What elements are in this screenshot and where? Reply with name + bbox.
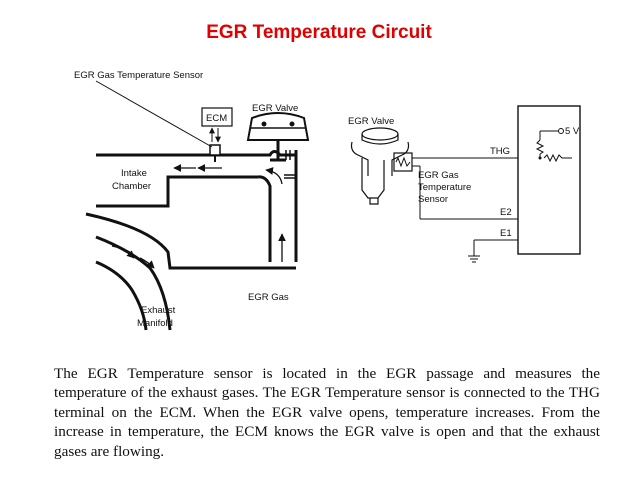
egr-system-diagram [85,80,310,331]
slide-title: EGR Temperature Circuit [206,22,432,43]
e2-label: E2 [500,207,512,218]
ecm-5v-terminal [558,128,564,134]
sensor-resistor-box [393,152,413,172]
intake-chamber-inner-wall [96,175,258,208]
hatch-marks [284,150,296,179]
e1-label: E1 [500,228,512,239]
egr-circuit-schematic [350,105,581,263]
exhaust-manifold-lower [95,260,148,331]
sensor-label-line3: Sensor [418,194,448,205]
sensor-label-line2: Temperature [418,182,471,193]
exhaust-manifold-outer [85,212,296,270]
ecm-label: ECM [206,113,227,124]
ecm-input-resistor [543,153,572,163]
egr-valve-label-left: EGR Valve [252,103,298,114]
sensor-label: EGR Gas Temperature Sensor [74,70,203,81]
intake-label-line2: Chamber [112,181,151,192]
exhaust-label-line1: Exhaust [141,305,176,316]
egr-valve-label-right: EGR Valve [348,116,394,127]
sensor-leader-line [95,80,213,148]
sensor-resistor-symbol [395,156,411,168]
voltage-label: 5 V [565,126,580,137]
exhaust-manifold-inner [95,235,172,331]
thg-label: THG [490,146,510,157]
egr-valve-left [246,112,310,162]
egr-valve-right [350,127,410,205]
egr-gas-label: EGR Gas [248,292,289,303]
ecm-pullup-resistor [535,139,545,155]
flow-arrow-bend [265,167,283,185]
egr-passage-left-wall [257,175,272,262]
sensor-label-line1: EGR Gas [418,170,459,181]
egr-diagram: EGR Gas Temperature Sensor ECM EGR Valve… [74,70,581,331]
flow-arrow-exhaust-2 [139,257,155,269]
flow-arrow-exhaust-1 [111,245,135,259]
ecm-schematic-box [517,105,581,255]
intake-label-line1: Intake [121,168,147,179]
ground-symbol-icon [468,255,480,263]
intake-chamber-top-wall [96,150,296,157]
description-paragraph: The EGR Temperature sensor is located in… [54,365,600,460]
ecm-box [201,107,233,127]
exhaust-label-line2: Manifold [137,318,173,329]
